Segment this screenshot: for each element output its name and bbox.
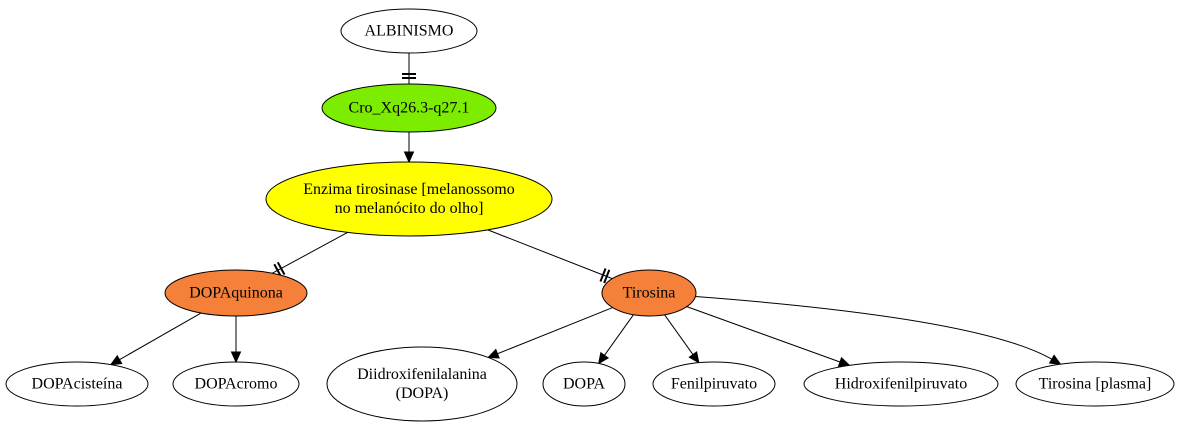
node-shape — [803, 361, 999, 407]
node-tirosina: Tirosina — [601, 269, 697, 317]
node-shape — [1015, 361, 1175, 407]
node-label: no melanócito do olho] — [335, 200, 484, 217]
arrowhead — [403, 151, 415, 164]
arrowhead — [597, 351, 610, 365]
edge-tirosina-to-tirosina_plasma — [695, 296, 1062, 365]
node-label: Cro_Xq26.3-q27.1 — [349, 100, 470, 117]
node-dopa: DOPA — [542, 361, 626, 407]
node-label: DOPA — [563, 376, 606, 393]
node-shape — [340, 8, 478, 54]
node-label: Diidroxifenilalanina — [357, 366, 487, 383]
edge-albinismo-to-cromossomo — [402, 53, 416, 84]
edge-line — [497, 307, 613, 355]
node-shape — [172, 361, 300, 407]
node-label: (DOPA) — [396, 385, 449, 402]
edge-dopaquinona-to-dopacromo — [230, 316, 242, 364]
arrowhead — [688, 351, 700, 364]
node-shape — [321, 83, 497, 133]
edges-layer — [109, 53, 1062, 367]
node-label: DOPAquinona — [189, 285, 283, 302]
node-label: ALBINISMO — [365, 23, 454, 40]
edge-tirosina-to-dopa — [597, 314, 634, 365]
node-tirosina_plasma: Tirosina [plasma] — [1015, 361, 1175, 407]
node-dopacromo: DOPAcromo — [172, 361, 300, 407]
node-label: Fenilpiruvato — [671, 376, 757, 393]
node-dopacisteina: DOPAcisteína — [5, 361, 149, 407]
tee-bar — [276, 261, 286, 276]
node-label: Tirosina [plasma] — [1039, 376, 1152, 393]
node-label: DOPAcisteína — [32, 376, 123, 393]
edge-cromossomo-to-tirosinase — [403, 132, 415, 164]
edge-dopaquinona-to-dopacisteina — [109, 312, 202, 366]
edge-line — [686, 306, 841, 363]
edge-line — [604, 314, 634, 356]
arrowhead — [837, 356, 851, 367]
node-dopaquinona: DOPAquinona — [164, 269, 308, 317]
node-label: Tirosina — [623, 285, 676, 302]
node-cromossomo: Cro_Xq26.3-q27.1 — [321, 83, 497, 133]
edge-line — [272, 231, 348, 274]
node-shape — [265, 161, 553, 237]
edge-tirosina-to-hidroxifenilpiruvato — [686, 306, 851, 367]
arrowhead — [230, 351, 242, 364]
node-diidroxifenilalanina: Diidroxifenilalanina (DOPA) — [326, 346, 518, 422]
node-fenilpiruvato: Fenilpiruvato — [652, 361, 776, 407]
arrowhead — [487, 348, 500, 359]
edge-tirosina-to-fenilpiruvato — [664, 314, 700, 364]
edge-line — [487, 229, 613, 280]
edge-tirosinase-to-dopaquinona — [272, 231, 348, 278]
node-shape — [326, 346, 518, 422]
node-shape — [652, 361, 776, 407]
node-label: DOPAcromo — [195, 376, 278, 393]
edge-line — [695, 296, 1053, 360]
node-label: Hidroxifenilpiruvato — [835, 376, 967, 393]
arrowhead — [109, 354, 123, 366]
node-shape — [542, 361, 626, 407]
node-shape — [164, 269, 308, 317]
edge-tirosina-to-diidroxifenilalanina — [487, 307, 613, 359]
node-label: Enzima tirosinase [melanossomo — [303, 181, 515, 198]
edge-line — [119, 312, 202, 361]
node-hidroxifenilpiruvato: Hidroxifenilpiruvato — [803, 361, 999, 407]
node-shape — [5, 361, 149, 407]
edge-line — [664, 314, 694, 355]
tee-bar — [599, 268, 607, 282]
node-shape — [601, 269, 697, 317]
edge-tirosinase-to-tirosina — [487, 229, 613, 284]
tee-bar — [603, 269, 611, 284]
arrowhead — [1048, 354, 1062, 365]
node-albinismo: ALBINISMO — [340, 8, 478, 54]
node-tirosinase: Enzima tirosinase [melanossomo no melanóc… — [265, 161, 553, 237]
